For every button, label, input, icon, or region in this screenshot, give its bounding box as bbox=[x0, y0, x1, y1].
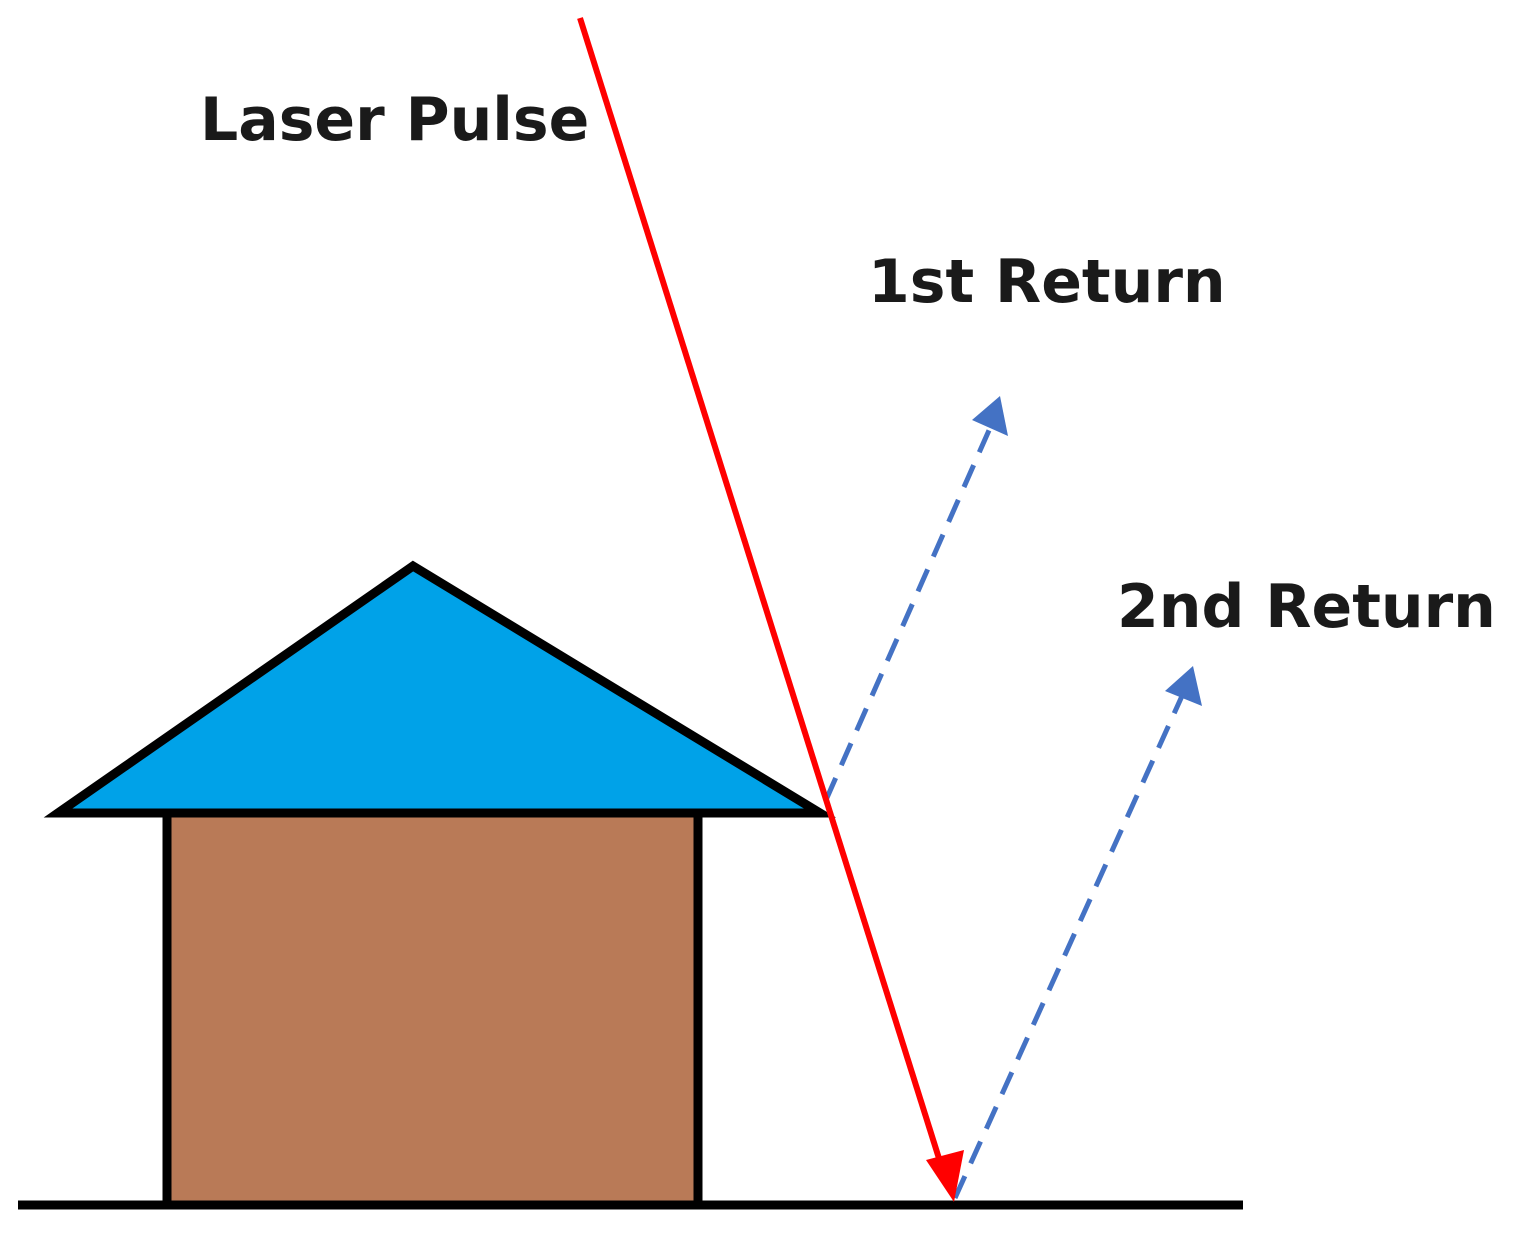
first-return-arrow-shaft bbox=[823, 426, 993, 802]
house-wall bbox=[162, 808, 703, 1210]
laser-pulse-arrow-shaft bbox=[577, 17, 945, 1169]
second-return-label: 2nd Return bbox=[1117, 572, 1496, 642]
first-return-label: 1st Return bbox=[868, 247, 1226, 317]
first-return-arrowhead bbox=[972, 396, 1008, 436]
house-roof bbox=[43, 560, 837, 818]
second-return-arrowhead bbox=[1165, 666, 1202, 706]
second-return-arrow-shaft bbox=[952, 694, 1185, 1200]
laser-pulse-label: Laser Pulse bbox=[200, 85, 589, 155]
laser-pulse-arrowhead bbox=[926, 1150, 964, 1202]
